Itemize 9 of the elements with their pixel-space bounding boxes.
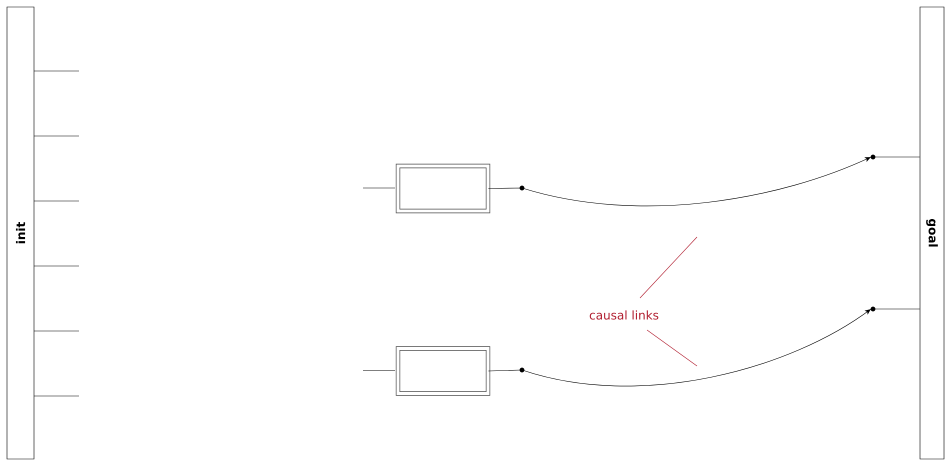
leader-line [640,236,698,298]
leader-line [646,330,698,366]
init-bar: init [6,6,34,460]
action-box [396,164,490,214]
causal-link-arrow [488,308,920,386]
callout-text: causal links [590,310,658,320]
causal-link-arrow [488,156,920,206]
goal-bar: goal [920,6,944,460]
action-box [396,346,490,396]
